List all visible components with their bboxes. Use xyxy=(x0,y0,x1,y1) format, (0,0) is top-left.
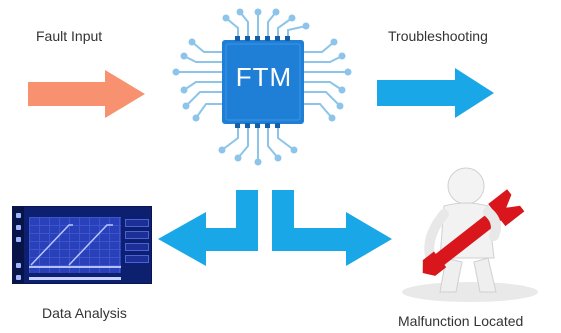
data-analysis-screenshot xyxy=(12,206,152,284)
screenshot-plot xyxy=(29,217,121,273)
screenshot-sidebar xyxy=(13,207,24,283)
screenshot-panel xyxy=(125,217,149,273)
malfunction-located-label: Malfunction Located xyxy=(398,313,524,329)
screenshot-field xyxy=(125,243,149,251)
microchip-icon xyxy=(222,40,304,124)
troubleshooting-arrow xyxy=(377,68,494,118)
malfunction-arrow xyxy=(272,190,392,266)
screenshot-field xyxy=(125,219,149,227)
chip-label: FTM xyxy=(235,62,293,92)
sidebar-icon xyxy=(16,213,21,218)
person-with-wrench-icon xyxy=(402,167,538,302)
data-analysis-label: Data Analysis xyxy=(42,305,127,321)
screenshot-field xyxy=(125,255,149,263)
sidebar-icon xyxy=(16,225,21,230)
troubleshooting-label: Troubleshooting xyxy=(388,28,488,44)
fault-input-label: Fault Input xyxy=(36,28,103,44)
sidebar-icon xyxy=(16,237,21,242)
wrench-icon xyxy=(422,189,525,276)
screenshot-field xyxy=(125,231,149,239)
fault-input-arrow xyxy=(28,70,145,118)
sidebar-icon xyxy=(16,263,21,268)
screenshot-status-bar xyxy=(29,277,121,280)
chip-traces xyxy=(172,8,352,166)
sidebar-icon xyxy=(16,275,21,280)
data-analysis-arrow xyxy=(158,190,258,266)
